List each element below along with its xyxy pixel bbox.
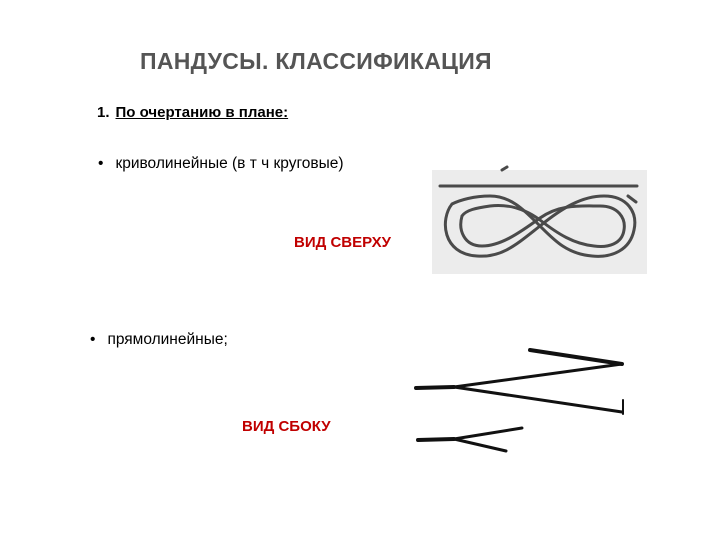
caption-side-view: ВИД СБОКУ	[242, 418, 331, 435]
figure-eight-ramp-image	[432, 165, 647, 274]
section-number: 1.	[97, 104, 110, 121]
bullet-marker: •	[90, 331, 96, 348]
ramp-outline	[438, 165, 639, 258]
bullet-text: криволинейные (в т ч круговые)	[115, 155, 344, 172]
section-heading-text: По очертанию в плане:	[115, 104, 289, 121]
bullet-marker: •	[98, 155, 104, 172]
ramp-lines	[414, 348, 624, 453]
bullet-straight: • прямолинейные;	[90, 331, 228, 349]
slide-title: ПАНДУСЫ. КЛАССИФИКАЦИЯ	[140, 48, 492, 74]
section-heading: 1. По очертанию в плане:	[97, 104, 288, 121]
bullet-curvilinear: • криволинейные (в т ч круговые)	[98, 155, 344, 173]
bullet-text: прямолинейные;	[107, 331, 228, 348]
straight-ramps-side-image	[414, 348, 624, 453]
caption-top-view: ВИД СВЕРХУ	[294, 234, 391, 251]
